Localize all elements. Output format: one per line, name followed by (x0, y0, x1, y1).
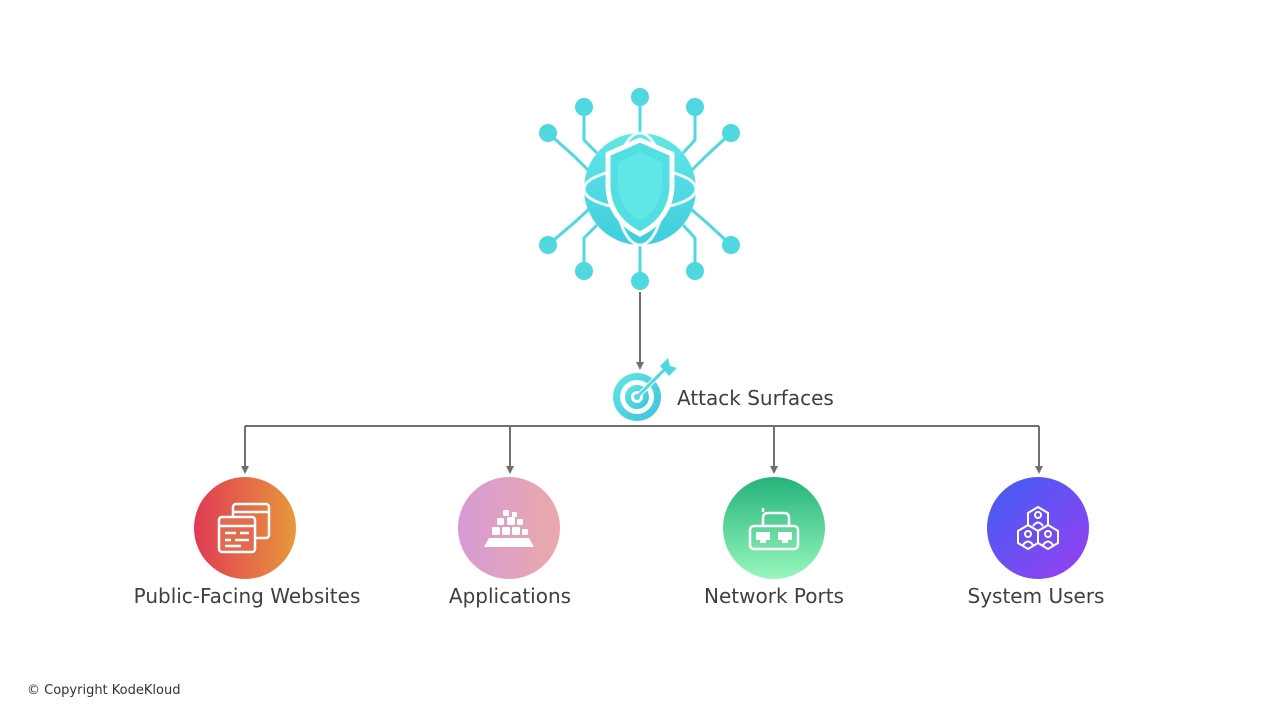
node-label-public-facing-websites: Public-Facing Websites (133, 584, 361, 608)
copyright-text: © Copyright KodeKloud (27, 683, 181, 698)
user-group-hex-icon (1017, 505, 1059, 551)
node-label-applications: Applications (448, 584, 572, 608)
node-label-network-ports: Network Ports (704, 584, 844, 608)
app-blocks-icon (484, 510, 534, 547)
branch-connectors (241, 425, 1043, 474)
globe-shield-network-icon (539, 88, 740, 290)
node-circle-network-ports (723, 477, 825, 579)
hub-label: Attack Surfaces (677, 386, 834, 410)
node-circle-applications (458, 477, 560, 579)
node-circle-system-users (987, 477, 1089, 579)
target-arrow-icon (613, 358, 677, 421)
ethernet-switch-icon (748, 508, 800, 551)
browser-windows-icon (217, 502, 271, 554)
node-label-system-users: System Users (967, 584, 1105, 608)
node-circle-public-facing-websites (194, 477, 296, 579)
